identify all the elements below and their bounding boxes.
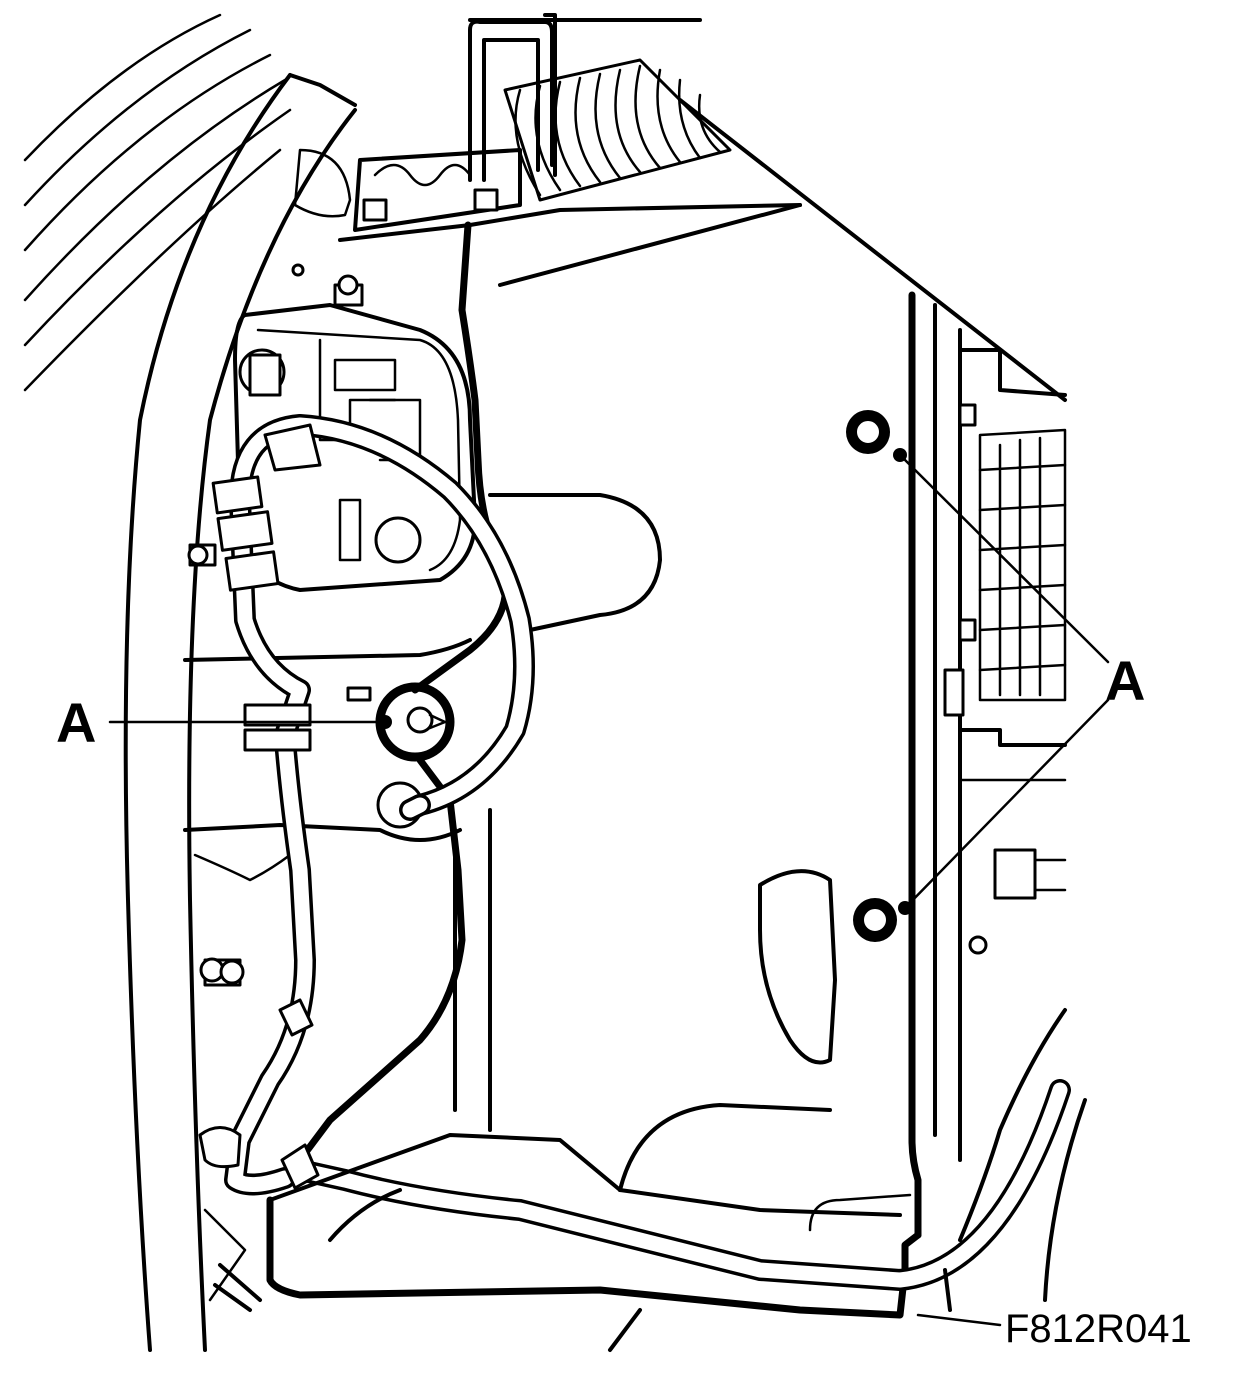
upper-bracket [353, 148, 522, 232]
upper-right-leader-dot [893, 448, 907, 462]
black-harness [266, 221, 922, 1319]
corrugated-hose [503, 58, 732, 202]
lower-right-leader-dot [898, 901, 912, 915]
hose-clamp [468, 13, 557, 182]
callout-a-right: A [1105, 649, 1145, 712]
center-mount-ring [346, 682, 455, 829]
left-panel-studs [187, 263, 364, 987]
figure-id: F812R041 [1005, 1307, 1192, 1351]
cable-clips [198, 423, 322, 1190]
hatched-surface [23, 13, 292, 392]
lamp-housing [183, 303, 477, 882]
right-mounting-screws [846, 410, 897, 942]
lower-panel-outline [203, 1008, 1087, 1352]
fuse-box [943, 348, 1067, 955]
left-leader-dot [378, 715, 392, 729]
callout-a-left: A [56, 691, 96, 754]
callout-leaders [108, 448, 1110, 1327]
